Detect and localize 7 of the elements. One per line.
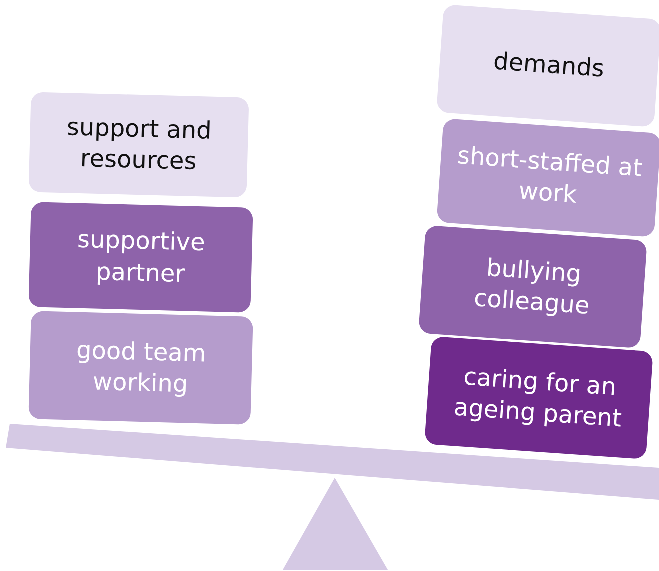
- stacked-block: support and resources: [28, 92, 250, 198]
- stacked-block: caring for an ageing parent: [424, 336, 654, 460]
- stacked-block: good team working: [28, 311, 254, 425]
- stacked-block: bullying colleague: [418, 225, 648, 349]
- stacked-block: demands: [436, 4, 659, 128]
- stacked-block: short-staffed at work: [436, 118, 659, 238]
- stacked-block: supportive partner: [28, 202, 254, 313]
